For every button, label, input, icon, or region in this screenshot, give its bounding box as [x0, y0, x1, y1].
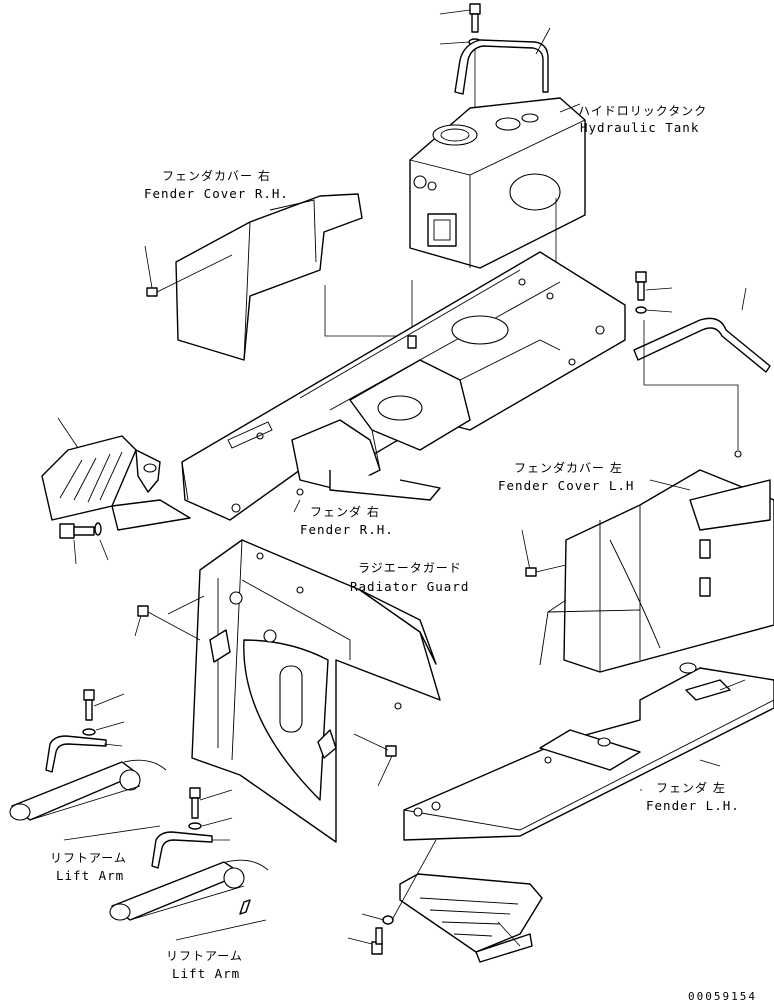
svg-text:Fender L.H.: Fender L.H.	[646, 798, 740, 813]
main-frame-fender-rh	[181, 251, 626, 521]
radiator-guard	[134, 539, 441, 843]
leader-lines	[293, 103, 721, 767]
hydraulic-tank	[409, 97, 586, 296]
svg-text:Hydraulic Tank: Hydraulic Tank	[580, 120, 699, 135]
svg-text:フェンダ 右: フェンダ 右	[310, 504, 380, 519]
svg-text:フェンダカバー 右: フェンダカバー 右	[162, 168, 271, 183]
step-bolt-washer	[59, 522, 109, 565]
lift-arm-2	[109, 787, 269, 941]
svg-text:Fender R.H.: Fender R.H.	[300, 522, 394, 537]
fender-lh	[403, 662, 774, 841]
svg-text:Lift Arm: Lift Arm	[172, 966, 240, 981]
svg-text:ハイドロリックタンク: ハイドロリックタンク	[578, 104, 707, 118]
step-rh	[41, 417, 191, 531]
svg-text:リフトアーム: リフトアーム	[50, 851, 127, 865]
label-hydraulic-tank: ハイドロリックタンク Hydraulic Tank	[578, 104, 707, 135]
label-lift-arm-1: リフトアーム Lift Arm	[50, 851, 127, 883]
svg-text:Fender Cover R.H.: Fender Cover R.H.	[144, 186, 289, 201]
svg-text:Lift Arm: Lift Arm	[56, 868, 124, 883]
fender-cover-lh	[521, 469, 774, 673]
svg-text:ラジエータガード: ラジエータガード	[358, 561, 462, 575]
fender-cover-rh	[144, 193, 413, 361]
tank-handle	[454, 27, 551, 95]
label-radiator-guard: ラジエータガード Radiator Guard	[350, 561, 469, 594]
svg-text:フェンダ 左: フェンダ 左	[656, 780, 726, 795]
svg-text:フェンダカバー 左: フェンダカバー 左	[514, 460, 623, 475]
label-fender-cover-rh: フェンダカバー 右 Fender Cover R.H.	[144, 168, 289, 201]
label-fender-cover-lh: フェンダカバー 左 Fender Cover L.H	[498, 460, 634, 493]
svg-text:Fender Cover L.H: Fender Cover L.H	[498, 478, 634, 493]
lift-arm-1	[9, 689, 167, 841]
label-lift-arm-2: リフトアーム Lift Arm	[166, 949, 243, 981]
document-id: 00059154	[688, 990, 757, 1003]
label-fender-lh: フェンダ 左 Fender L.H.	[646, 780, 740, 813]
svg-text:リフトアーム: リフトアーム	[166, 949, 243, 963]
lh-handle	[633, 271, 771, 458]
label-fender-rh: フェンダ 右 Fender R.H.	[300, 504, 394, 537]
step-lh	[347, 839, 543, 963]
svg-text:Radiator Guard: Radiator Guard	[350, 579, 469, 594]
